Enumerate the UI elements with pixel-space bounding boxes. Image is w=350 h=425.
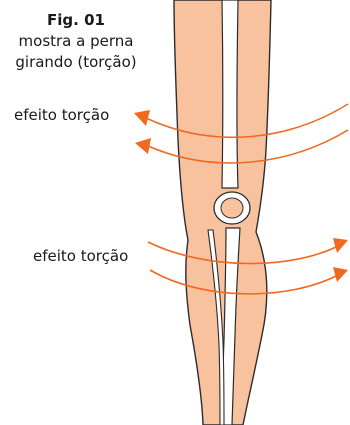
- torsion-arrows-upper: [145, 103, 349, 164]
- figure-caption-line-1: mostra a perna: [18, 32, 134, 50]
- torsion-arrow-lower-2: [149, 269, 339, 295]
- torsion-arrow-lower-1: [147, 241, 339, 265]
- torsion-arrow-upper-1: [145, 103, 349, 139]
- arrowhead-upper-2: [135, 138, 151, 154]
- torsion-arrow-upper-2: [147, 129, 349, 164]
- arrowhead-lower-1: [333, 238, 348, 253]
- torsion-label-upper: efeito torção: [14, 106, 110, 124]
- figure-caption: Fig. 01 mostra a perna girando (torção): [2, 10, 150, 73]
- figure-title: Fig. 01: [47, 11, 105, 29]
- arrowhead-upper-1: [134, 110, 150, 126]
- torsion-label-lower: efeito torção: [33, 247, 129, 265]
- arrowhead-lower-2: [333, 267, 348, 282]
- femur-bone: [221, 0, 239, 189]
- tibia-bone: [220, 227, 241, 425]
- torsion-arrows-lower: [147, 241, 339, 295]
- kneecap-inner: [220, 197, 244, 219]
- figure-caption-line-2: girando (torção): [15, 53, 137, 71]
